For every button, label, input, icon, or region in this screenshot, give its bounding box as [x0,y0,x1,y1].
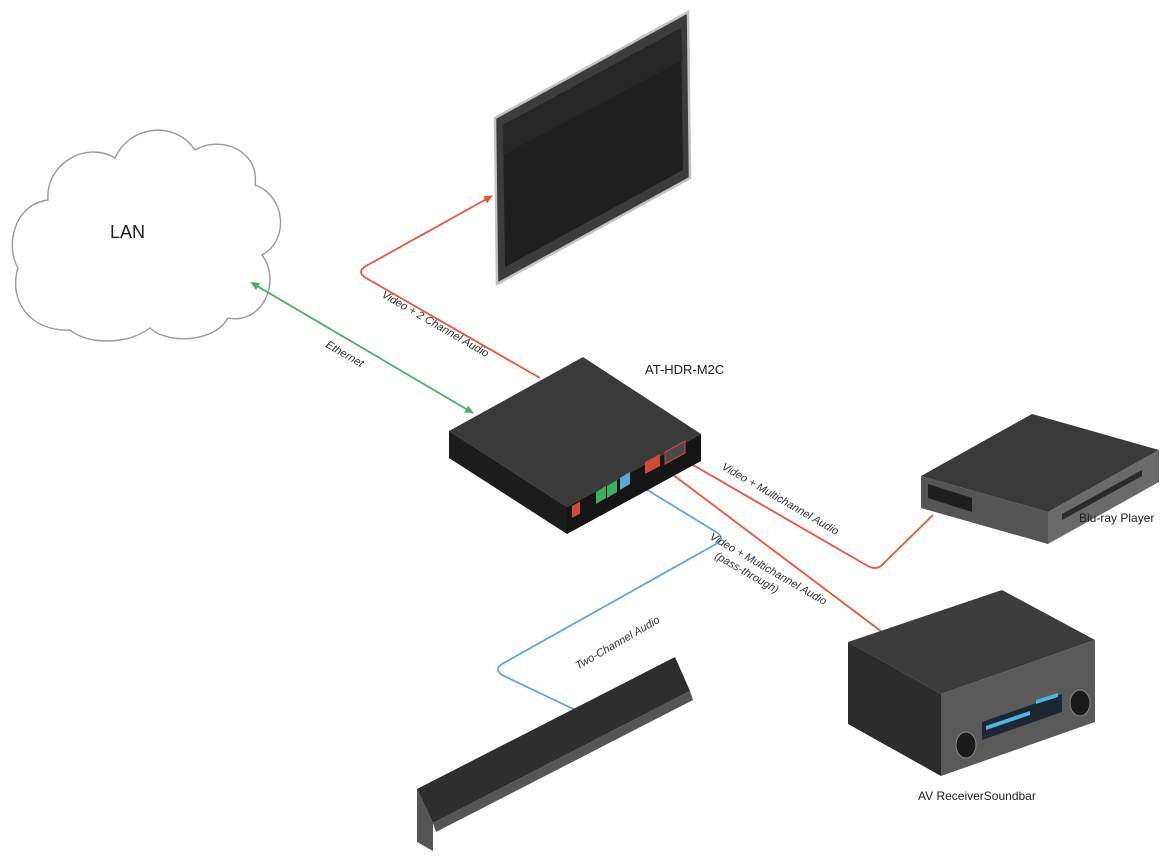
lan-label: LAN [110,222,146,242]
receiver-output-line [663,467,915,657]
bluray-player-icon [921,414,1159,544]
soundbar-audio-line [497,482,722,718]
bluray-input-line [680,457,934,569]
bluray-label: Blu-ray Player [1079,511,1155,525]
display-video-line [360,195,541,379]
display-icon [493,9,692,287]
receiver-label: AV ReceiverSoundbar [918,789,1036,803]
hub-device-icon [449,357,701,534]
soundbar-icon [417,657,693,851]
ethernet-line [250,281,474,414]
lan-cloud-icon [11,129,282,342]
hub-label: AT-HDR-M2C [645,362,725,377]
av-receiver-icon [848,590,1095,776]
